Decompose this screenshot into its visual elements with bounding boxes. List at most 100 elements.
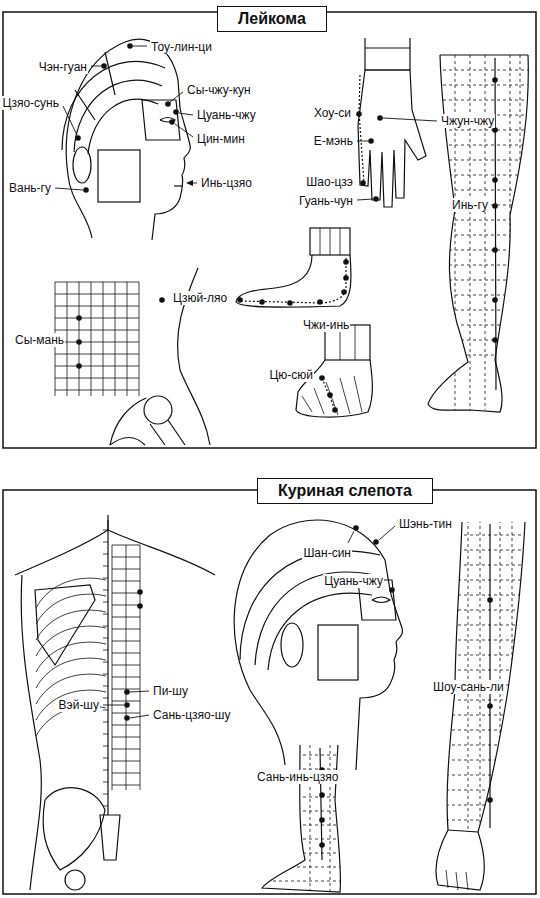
leader-line	[91, 66, 101, 67]
grid-line	[112, 641, 140, 642]
point-label: Вэй-шу	[58, 698, 100, 712]
acupoint-dot	[492, 177, 498, 183]
point-label: Пи-шу	[152, 684, 189, 698]
acupoint-dot	[360, 180, 366, 186]
acupoint-dot	[137, 603, 143, 609]
grid-line	[440, 715, 530, 716]
grid-line	[425, 175, 535, 176]
head-figure	[372, 597, 390, 603]
grid-line	[440, 700, 530, 701]
acupoint-dot	[259, 299, 265, 305]
point-label: Цзюй-ляо	[172, 291, 228, 305]
acupoint-dot	[76, 363, 82, 369]
grid-line	[455, 55, 456, 410]
point-label: Шоу-сань-ли	[432, 680, 505, 694]
leg-figure	[262, 745, 341, 892]
leader-line	[133, 46, 147, 47]
grid-line	[112, 617, 140, 618]
rib-line	[36, 578, 106, 608]
grid-line	[55, 342, 139, 343]
acupoint-dot	[83, 187, 89, 193]
grid-line	[425, 100, 535, 101]
rib-line	[103, 782, 108, 783]
grid-line	[55, 354, 139, 355]
leader-line	[379, 526, 395, 540]
grid-line	[112, 545, 140, 790]
rib-line	[103, 614, 108, 615]
acupoint-dot	[332, 407, 338, 413]
head-figure	[268, 593, 372, 670]
grid-line	[112, 677, 140, 678]
grid-line	[112, 653, 140, 654]
acupoint-dot	[127, 43, 133, 49]
acupoint-dot	[487, 797, 493, 803]
point-label: Сы-чжу-кун	[186, 83, 252, 97]
grid-line	[112, 725, 140, 726]
grid-line	[440, 775, 530, 776]
acupoint-dot	[173, 109, 179, 115]
leader-line	[170, 92, 183, 102]
hand-figure	[359, 75, 364, 183]
rib-line	[103, 662, 108, 663]
rib-line	[103, 698, 108, 699]
acupoint-dot	[368, 138, 374, 144]
head-figure	[234, 520, 402, 770]
grid-line	[112, 545, 113, 790]
grid-line	[55, 294, 139, 295]
point-label: Инь-цзяо	[200, 176, 253, 190]
rib-line	[103, 650, 108, 651]
grid-line	[425, 310, 535, 311]
acupoint-dot	[343, 275, 349, 281]
leader-line	[63, 106, 77, 135]
grid-line	[440, 625, 530, 626]
grid-line	[112, 785, 140, 786]
grid-line	[112, 593, 140, 594]
acupoint-dot	[287, 300, 293, 306]
leg-figure	[428, 55, 528, 412]
back-figure	[43, 788, 105, 870]
head-figure	[142, 100, 180, 140]
acupoint-dot	[319, 817, 325, 823]
point-label: Сы-мань	[14, 333, 65, 347]
acupoint-dot	[124, 715, 130, 721]
grid-line	[112, 713, 140, 714]
point-label: Сань-цзяо-шу	[152, 708, 231, 722]
back-figure	[100, 815, 120, 860]
arm-figure	[436, 522, 525, 890]
grid-line	[480, 520, 481, 835]
grid-line	[112, 605, 140, 606]
acupoint-dot	[492, 127, 498, 133]
point-label: Чжун-чжу	[440, 114, 495, 128]
grid-line	[55, 282, 139, 283]
grid-line	[255, 839, 345, 840]
grid-line	[112, 701, 140, 702]
grid-line	[112, 665, 140, 666]
grid-line	[55, 366, 139, 367]
back-figure	[108, 530, 215, 575]
head-figure	[240, 551, 380, 660]
grid-line	[470, 55, 471, 410]
acupoint-dot	[492, 297, 498, 303]
grid-line	[115, 282, 116, 396]
grid-line	[440, 610, 530, 611]
abdomen-figure	[110, 438, 145, 446]
grid-line	[440, 730, 530, 731]
grid-line	[520, 55, 521, 410]
grid-line	[512, 520, 513, 835]
rib-line	[103, 542, 108, 543]
acupoint-dot	[343, 259, 349, 265]
grid-line	[425, 280, 535, 281]
grid-line	[112, 569, 140, 570]
leader-line	[179, 113, 193, 115]
grid-line	[255, 881, 345, 882]
leader-line	[357, 141, 368, 142]
panel-frame	[3, 490, 536, 894]
grid-line	[55, 282, 139, 396]
leg-figure	[425, 55, 535, 412]
leader-line	[103, 705, 124, 706]
grid-line	[425, 325, 535, 326]
acupoint-dot	[492, 77, 498, 83]
foot-figure	[320, 228, 340, 255]
acupoint-dot	[124, 689, 130, 695]
